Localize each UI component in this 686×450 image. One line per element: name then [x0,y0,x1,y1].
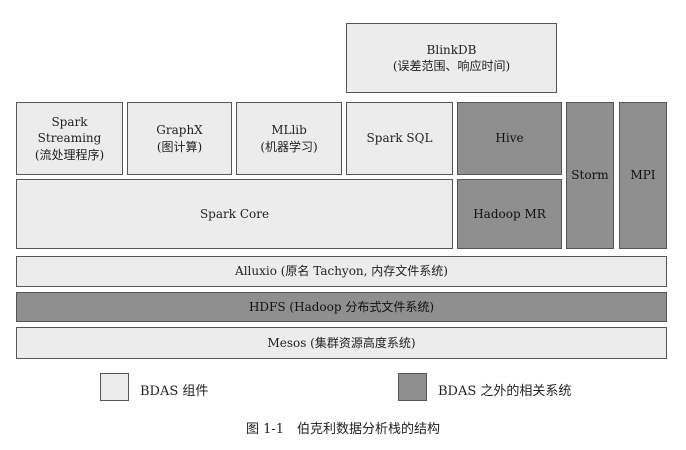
mllib-box: MLlib (机器学习) [236,102,342,175]
legend-bdas-label: BDAS 组件 [140,384,209,399]
storm-box: Storm [566,102,614,249]
mesos-label: Mesos (集群资源高度系统) [267,335,416,350]
spark-core-box: Spark Core [16,179,453,249]
hadoop-mr-label: Hadoop MR [473,206,546,221]
blinkdb-box: BlinkDB (误差范围、响应时间) [346,23,557,93]
figure-caption: 图 1-1 伯克利数据分析栈的结构 [245,422,441,437]
spark-core-label: Spark Core [199,206,270,221]
mesos-box: Mesos (集群资源高度系统) [16,327,667,359]
mpi-box: MPI [619,102,667,249]
spark-sql-box: Spark SQL [346,102,453,175]
spark-sql-label: Spark SQL [366,131,433,146]
alluxio-box: Alluxio (原名 Tachyon, 内存文件系统) [16,256,667,287]
hive-label: Hive [495,131,524,146]
graphx-label: GraphX (图计算) [156,123,203,154]
hive-box: Hive [457,102,562,175]
legend-other-swatch [398,373,427,401]
hdfs-label: HDFS (Hadoop 分布式文件系统) [248,299,435,314]
hadoop-mr-box: Hadoop MR [457,179,562,249]
blinkdb-label: BlinkDB (误差范围、响应时间) [392,42,511,73]
legend-other-label: BDAS 之外的相关系统 [438,384,572,399]
spark-streaming-label: Spark Streaming (流处理程序) [34,115,105,162]
mpi-label: MPI [630,168,656,183]
spark-streaming-box: Spark Streaming (流处理程序) [16,102,123,175]
graphx-box: GraphX (图计算) [127,102,232,175]
alluxio-label: Alluxio (原名 Tachyon, 内存文件系统) [235,264,448,279]
storm-label: Storm [571,168,609,183]
legend-bdas-swatch [100,373,129,401]
mllib-label: MLlib (机器学习) [260,123,318,154]
hdfs-box: HDFS (Hadoop 分布式文件系统) [16,292,667,322]
